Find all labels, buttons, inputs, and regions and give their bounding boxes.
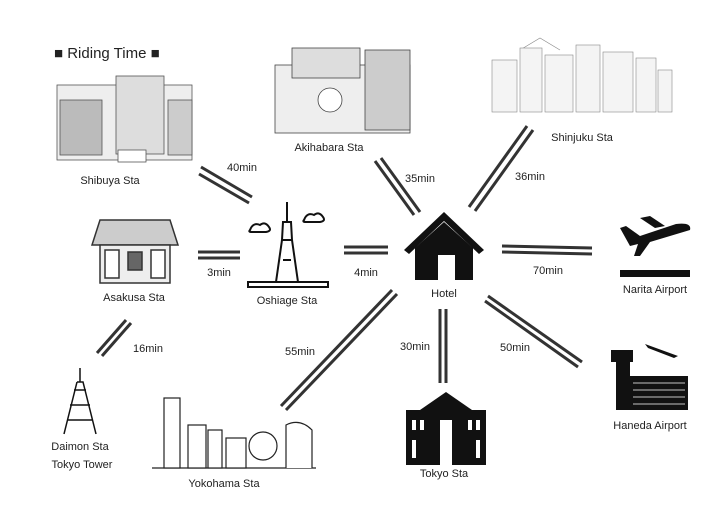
label-tokyo-tower: Tokyo Tower [51, 459, 113, 471]
shibuya-photo [56, 75, 193, 163]
time-asakusa-daimon: 16min [133, 343, 163, 355]
diagram-title: ■ Riding Time ■ [54, 45, 160, 62]
yokohama-skyline-icon [152, 397, 316, 469]
label-narita: Narita Airport [622, 284, 688, 296]
label-daimon: Daimon Sta [51, 441, 109, 453]
line-hotel-narita [501, 244, 593, 256]
line-shinjuku-hotel [467, 125, 535, 212]
time-shinjuku-hotel: 36min [515, 171, 545, 183]
line-oshiage-hotel [344, 245, 388, 255]
line-shibuya-oshiage [198, 165, 253, 205]
time-oshiage-hotel: 4min [354, 267, 378, 279]
narita-plane-icon [620, 216, 691, 277]
tokyo-tower-icon [63, 368, 97, 435]
line-hotel-tokyo [438, 309, 448, 383]
label-asakusa: Asakusa Sta [103, 292, 165, 304]
connector-lines [95, 125, 593, 412]
label-akihabara: Akihabara Sta [294, 142, 364, 154]
line-asakusa-oshiage [198, 250, 240, 260]
time-hotel-haneda: 50min [500, 342, 530, 354]
line-hotel-haneda [484, 294, 583, 369]
time-asakusa-oshiage: 3min [207, 267, 231, 279]
tokyo-station-icon [406, 392, 486, 465]
time-hotel-narita: 70min [533, 265, 563, 277]
label-shibuya: Shibuya Sta [80, 175, 140, 187]
label-tokyo: Tokyo Sta [419, 468, 469, 480]
time-hotel-yokohama: 55min [285, 346, 315, 358]
akihabara-photo [274, 47, 411, 134]
line-hotel-yokohama [279, 288, 399, 412]
label-haneda: Haneda Airport [613, 420, 687, 432]
skytree-icon [247, 202, 329, 288]
time-akihabara-hotel: 35min [405, 173, 435, 185]
asakusa-gate-icon [90, 219, 180, 284]
time-hotel-tokyo: 30min [400, 341, 430, 353]
haneda-airport-icon [611, 344, 688, 410]
label-yokohama: Yokohama Sta [188, 478, 260, 490]
line-akihabara-hotel [373, 157, 422, 216]
shinjuku-photo [491, 37, 673, 113]
label-hotel: Hotel [431, 288, 457, 300]
label-shinjuku: Shinjuku Sta [551, 132, 613, 144]
label-oshiage: Oshiage Sta [256, 295, 318, 307]
hotel-house-icon [404, 212, 484, 280]
line-asakusa-daimon [95, 319, 133, 357]
time-shibuya-oshiage: 40min [227, 162, 257, 174]
